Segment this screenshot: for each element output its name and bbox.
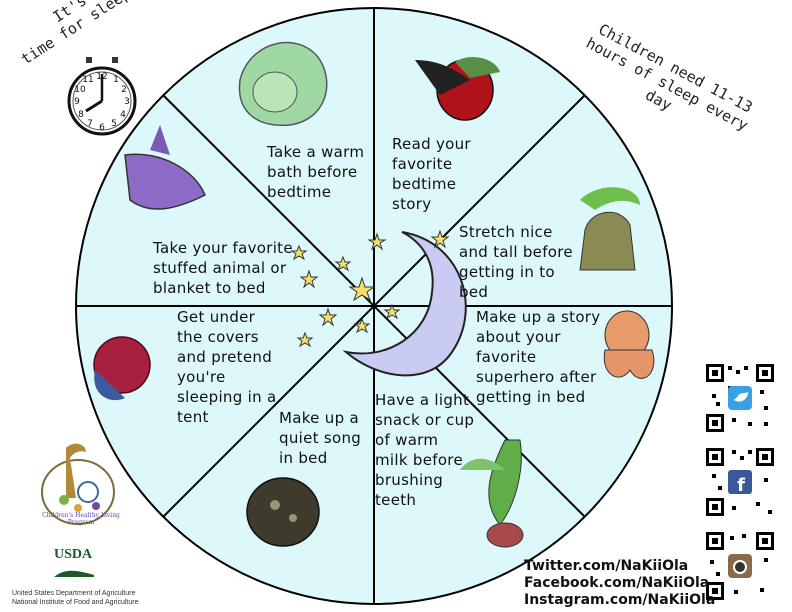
svg-text:11: 11 xyxy=(82,75,93,85)
svg-text:1: 1 xyxy=(113,75,119,85)
qr-code-facebook[interactable]: f xyxy=(704,446,776,518)
wedge-line: Have a light xyxy=(375,391,470,409)
wedge-line: sleeping in a xyxy=(177,388,277,406)
wedge-line: stuffed animal or xyxy=(153,259,287,277)
wedge-bath: Take a warm bath before bedtime xyxy=(267,142,364,202)
wedge-line: superhero after xyxy=(476,368,597,386)
qr-code-twitter[interactable] xyxy=(704,362,776,434)
social-links: Twitter.com/NaKiiOla Facebook.com/NaKiiO… xyxy=(524,558,715,609)
wedge-line: you're xyxy=(177,368,226,386)
star-icon xyxy=(334,255,352,272)
wedge-superhero: Make up a story about your favorite supe… xyxy=(476,307,600,407)
star-icon xyxy=(430,229,450,249)
wedge-line: favorite xyxy=(392,155,453,173)
star-icon xyxy=(296,331,314,348)
usda-logo: USDA xyxy=(54,547,94,577)
seed-pod-illustration xyxy=(246,477,320,547)
star-icon xyxy=(367,232,387,251)
wedge-line: bath before xyxy=(267,163,358,181)
svg-text:10: 10 xyxy=(74,85,86,95)
wedge-line: getting in bed xyxy=(476,388,586,406)
book-bird-illustration xyxy=(415,57,500,121)
coral-creature-illustration xyxy=(93,336,151,401)
wedge-story: Read your favorite bedtime story xyxy=(392,134,471,214)
star-icon xyxy=(299,269,319,289)
wedge-stretch: Stretch nice and tall before getting in … xyxy=(459,222,573,302)
wedge-line: Take your favorite xyxy=(153,239,293,257)
tree-creature-illustration xyxy=(579,187,640,271)
qr-code-instagram[interactable] xyxy=(704,530,776,602)
svg-text:4: 4 xyxy=(120,110,126,120)
wedge-line: teeth xyxy=(375,491,417,509)
qr-code-icon xyxy=(704,362,776,434)
facebook-link[interactable]: Facebook.com/NaKiiOla xyxy=(524,575,710,591)
svg-text:2: 2 xyxy=(121,85,127,95)
wedge-line: tent xyxy=(177,408,209,426)
wedge-line: the covers xyxy=(177,328,259,346)
svg-text:8: 8 xyxy=(78,110,84,120)
usda-department: United States Department of Agriculture xyxy=(12,590,136,597)
usda-institute: National Institute of Food and Agricultu… xyxy=(12,599,139,606)
wedge-stuffed-animal: Take your favorite stuffed animal or bla… xyxy=(153,238,293,298)
svg-text:7: 7 xyxy=(87,119,93,129)
qr-code-icon xyxy=(704,530,776,602)
star-icon xyxy=(290,244,308,261)
star-icon xyxy=(348,276,376,302)
wedge-line: and tall before xyxy=(459,243,573,261)
wedge-line: brushing xyxy=(375,471,444,489)
wedge-line: and pretend xyxy=(177,348,273,366)
wedge-line: of warm xyxy=(375,431,439,449)
wedge-line: blanket to bed xyxy=(153,279,266,297)
wedge-line: Make up a xyxy=(279,409,359,427)
star-icon xyxy=(353,317,371,334)
octopus-illustration xyxy=(603,310,655,379)
wedge-line: Make up a story xyxy=(476,308,601,326)
wedge-line: story xyxy=(392,195,432,213)
wedge-line: favorite xyxy=(476,348,537,366)
wedge-song: Make up a quiet song in bed xyxy=(279,408,361,468)
svg-text:6: 6 xyxy=(99,123,105,133)
instagram-link[interactable]: Instagram.com/NaKiiOla xyxy=(524,592,716,608)
wedge-line: snack or cup xyxy=(375,411,475,429)
wedge-line: Take a warm xyxy=(267,143,365,161)
svg-text:f: f xyxy=(737,475,745,496)
wedge-line: bedtime xyxy=(392,175,457,193)
wedge-line: Read your xyxy=(392,135,471,153)
usda-hills-icon xyxy=(54,570,94,577)
wedge-line: bedtime xyxy=(267,183,332,201)
svg-text:9: 9 xyxy=(74,97,80,107)
shark-creature-illustration xyxy=(124,125,206,210)
program-logo xyxy=(41,443,115,525)
wedge-snack: Have a light snack or cup of warm milk b… xyxy=(375,390,474,510)
moon-icon xyxy=(342,231,467,377)
wedge-line: in bed xyxy=(279,449,328,467)
radish-plant-illustration xyxy=(460,439,524,548)
wedge-line: Stretch nice xyxy=(459,223,553,241)
wedge-line: Get under xyxy=(177,308,256,326)
svg-text:3: 3 xyxy=(124,97,130,107)
star-icon xyxy=(318,307,338,327)
wedge-line: getting in to xyxy=(459,263,555,281)
svg-text:5: 5 xyxy=(111,119,117,129)
wedge-tent: Get under the covers and pretend you're … xyxy=(177,307,276,427)
usda-wordmark: USDA xyxy=(54,547,93,562)
twitter-link[interactable]: Twitter.com/NaKiiOla xyxy=(524,558,689,574)
qr-code-icon: f xyxy=(704,446,776,518)
wedge-line: bed xyxy=(459,283,489,301)
program-name: Children's Healthy Living Program xyxy=(42,512,120,526)
star-icon xyxy=(383,303,401,320)
wedge-line: about your xyxy=(476,328,561,346)
bath-creature-illustration xyxy=(238,41,328,127)
wedge-line: milk before xyxy=(375,451,463,469)
wedge-line: quiet song xyxy=(279,429,362,447)
facebook-icon xyxy=(728,470,752,494)
